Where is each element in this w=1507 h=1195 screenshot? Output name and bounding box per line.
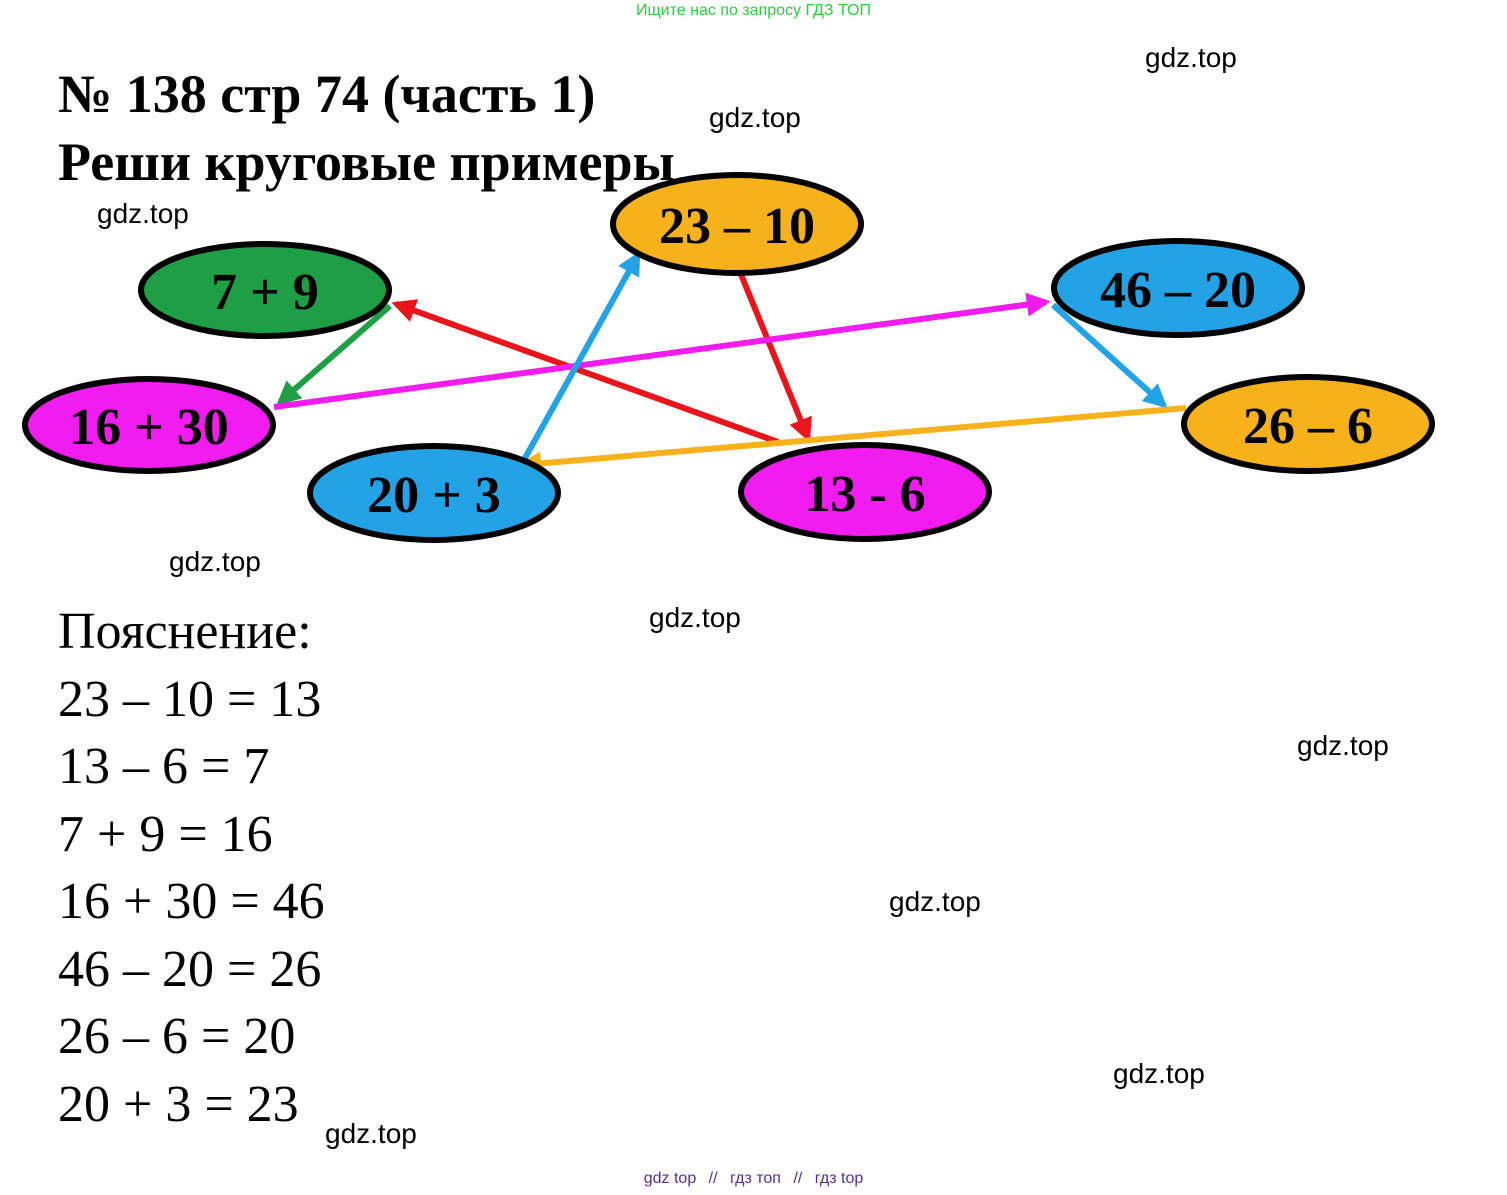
node-16-30: 16 + 30	[22, 376, 276, 474]
arrow-26-6-to-20-3	[517, 405, 1187, 476]
watermark: gdz.top	[1297, 730, 1389, 761]
title-line-2: Реши круговые примеры	[58, 132, 675, 192]
node-ellipse	[22, 376, 276, 474]
explanation-line: 13 – 6 = 7	[58, 738, 270, 795]
arrow-13-6-to-7-9	[391, 299, 780, 445]
node-label: 13 - 6	[804, 466, 925, 523]
watermark: gdz.top	[1145, 42, 1237, 73]
explanation-heading: Пояснение:	[58, 603, 312, 660]
node-label: 7 + 9	[211, 264, 319, 321]
page-title: № 138 стр 74 (часть 1) Реши круговые при…	[58, 60, 675, 196]
watermark: gdz.top	[649, 602, 741, 633]
explanation-line: 16 + 30 = 46	[58, 873, 325, 930]
arrow-23-10-to-13-6	[737, 270, 812, 443]
arrow-20-3-to-23-10	[517, 250, 641, 469]
node-ellipse	[610, 172, 864, 276]
node-ellipse	[1181, 374, 1435, 474]
node-20-3: 20 + 3	[307, 443, 561, 543]
node-ellipse	[138, 241, 392, 339]
node-13-6: 13 - 6	[738, 442, 992, 542]
explanation-line: 46 – 20 = 26	[58, 940, 322, 998]
circular-examples-diagram: 23 – 10 13 - 6 7 + 9 16 + 30 46 – 20 26 …	[22, 172, 1435, 543]
explanation-block: Пояснение: 23 – 10 = 13 13 – 6 = 7 7 + 9…	[58, 598, 325, 1138]
node-46-20: 46 – 20	[1051, 238, 1305, 338]
explanation-line: 20 + 3 = 23	[58, 1075, 299, 1133]
title-line-1: № 138 стр 74 (часть 1)	[58, 64, 596, 124]
node-ellipse	[738, 442, 992, 542]
footer-link[interactable]: гдз топ	[730, 1170, 781, 1187]
explanation-line: 7 + 9 = 16	[58, 805, 273, 863]
node-label: 23 – 10	[659, 198, 815, 255]
explanation-line: 23 – 10 = 13	[58, 670, 322, 728]
watermark: gdz.top	[325, 1118, 417, 1149]
watermark: gdz.top	[169, 546, 261, 577]
node-label: 46 – 20	[1100, 262, 1256, 319]
node-23-10: 23 – 10	[610, 172, 864, 276]
arrow-7-9-to-16-30	[276, 303, 392, 406]
footer-link[interactable]: гдз top	[814, 1170, 864, 1187]
arrow-16-30-to-46-20	[273, 292, 1051, 410]
watermark: gdz.top	[97, 198, 189, 229]
node-label: 16 + 30	[69, 399, 229, 456]
footer-separator: //	[793, 1170, 803, 1187]
footer: gdz top // гдз топ // гдз top	[0, 1170, 1507, 1188]
footer-link[interactable]: gdz top	[643, 1170, 697, 1187]
node-label: 20 + 3	[367, 467, 501, 524]
arrow-46-20-to-26-6	[1050, 302, 1168, 409]
footer-separator: //	[708, 1170, 718, 1187]
top-banner: Ищите нас по запросу ГДЗ ТОП	[636, 2, 871, 19]
watermark: gdz.top	[1113, 1058, 1205, 1089]
node-ellipse	[1051, 238, 1305, 338]
node-26-6: 26 – 6	[1181, 374, 1435, 474]
node-label: 26 – 6	[1243, 398, 1373, 455]
node-7-9: 7 + 9	[138, 241, 392, 339]
explanation-line: 26 – 6 = 20	[58, 1008, 296, 1065]
watermark: gdz.top	[889, 886, 981, 917]
node-ellipse	[307, 443, 561, 543]
watermark: gdz.top	[709, 102, 801, 133]
